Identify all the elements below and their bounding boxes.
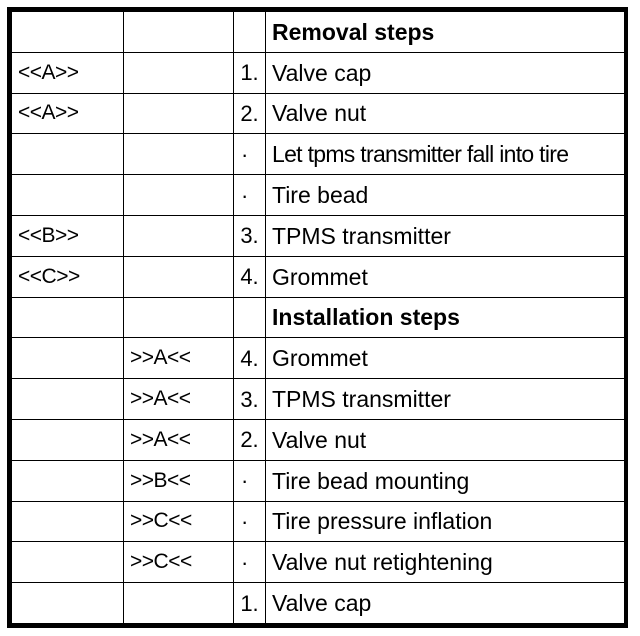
installation-ref-cell	[123, 133, 234, 176]
step-number-cell	[233, 11, 266, 53]
table-row: >>C<<·Tire pressure inflation	[11, 500, 625, 543]
step-description-cell: Tire bead mounting	[265, 459, 625, 502]
table-row: <<C>> 4.Grommet	[11, 255, 625, 298]
removal-ref-cell: <<A>>	[11, 51, 124, 94]
step-description-cell: Valve nut	[265, 418, 625, 461]
section-header-cell: Installation steps	[265, 296, 625, 339]
steps-table-container: Removal steps<<A>>1.Valve cap<<A>>2.Valv…	[7, 7, 628, 628]
removal-ref-cell: <<A>>	[11, 92, 124, 135]
installation-ref-cell: >>A<<	[123, 418, 234, 461]
step-description-cell: Valve cap	[265, 582, 625, 624]
step-number-cell: 4.	[233, 255, 266, 298]
installation-ref-cell: >>C<<	[123, 541, 234, 584]
removal-ref-cell	[11, 133, 124, 176]
removal-ref-cell	[11, 541, 124, 584]
installation-ref-cell: >>B<<	[123, 459, 234, 502]
installation-ref-cell	[123, 174, 234, 216]
installation-ref-cell	[123, 11, 234, 53]
removal-ref-cell	[11, 582, 124, 624]
step-description-cell: Valve cap	[265, 51, 625, 94]
removal-ref-cell	[11, 378, 124, 420]
table-row: Removal steps	[11, 11, 625, 53]
section-header-cell: Removal steps	[265, 11, 625, 53]
table-row: <<A>> 2.Valve nut	[11, 92, 625, 135]
removal-ref-cell	[11, 500, 124, 543]
table-row: Installation steps	[11, 296, 625, 339]
step-description-cell: TPMS transmitter	[265, 214, 625, 257]
removal-ref-cell	[11, 459, 124, 502]
step-description-cell: Valve nut retightening	[265, 541, 625, 584]
installation-ref-cell: >>A<<	[123, 337, 234, 380]
step-number-cell: 1.	[233, 51, 266, 94]
step-description-cell: Tire bead	[265, 174, 625, 216]
table-row: >>A<<3.TPMS transmitter	[11, 378, 625, 420]
step-description-cell: TPMS transmitter	[265, 378, 625, 420]
step-number-cell: ·	[233, 174, 266, 216]
installation-ref-cell: >>C<<	[123, 500, 234, 543]
step-number-cell: 2.	[233, 92, 266, 135]
removal-installation-steps-table: Removal steps<<A>>1.Valve cap<<A>>2.Valv…	[11, 11, 625, 624]
step-description-cell: Tire pressure inflation	[265, 500, 625, 543]
step-number-cell: 2.	[233, 418, 266, 461]
step-description-cell: Grommet	[265, 255, 625, 298]
installation-ref-cell	[123, 296, 234, 339]
removal-ref-cell: <<C>>	[11, 255, 124, 298]
removal-ref-cell	[11, 337, 124, 380]
removal-ref-cell	[11, 296, 124, 339]
table-row: ·Let tpms transmitter fall into tire	[11, 133, 625, 176]
step-number-cell: ·	[233, 133, 266, 176]
table-row: <<B>> 3.TPMS transmitter	[11, 214, 625, 257]
removal-ref-cell: <<B>>	[11, 214, 124, 257]
table-body: Removal steps<<A>>1.Valve cap<<A>>2.Valv…	[11, 11, 625, 624]
installation-ref-cell	[123, 582, 234, 624]
installation-ref-cell	[123, 92, 234, 135]
table-row: >>C<<·Valve nut retightening	[11, 541, 625, 584]
step-number-cell: ·	[233, 500, 266, 543]
removal-ref-cell	[11, 418, 124, 461]
installation-ref-cell	[123, 51, 234, 94]
step-number-cell: 3.	[233, 378, 266, 420]
table-row: 1.Valve cap	[11, 582, 625, 624]
table-row: >>A<<4.Grommet	[11, 337, 625, 380]
step-number-cell: ·	[233, 459, 266, 502]
table-row: >>B<<·Tire bead mounting	[11, 459, 625, 502]
installation-ref-cell	[123, 255, 234, 298]
step-number-cell	[233, 296, 266, 339]
table-row: >>A<<2.Valve nut	[11, 418, 625, 461]
step-description-cell: Let tpms transmitter fall into tire	[265, 133, 625, 176]
removal-ref-cell	[11, 11, 124, 53]
table-row: <<A>> 1.Valve cap	[11, 51, 625, 94]
step-number-cell: 3.	[233, 214, 266, 257]
table-row: ·Tire bead	[11, 174, 625, 216]
step-description-cell: Valve nut	[265, 92, 625, 135]
step-number-cell: 4.	[233, 337, 266, 380]
installation-ref-cell	[123, 214, 234, 257]
step-number-cell: 1.	[233, 582, 266, 624]
step-description-cell: Grommet	[265, 337, 625, 380]
installation-ref-cell: >>A<<	[123, 378, 234, 420]
removal-ref-cell	[11, 174, 124, 216]
step-number-cell: ·	[233, 541, 266, 584]
